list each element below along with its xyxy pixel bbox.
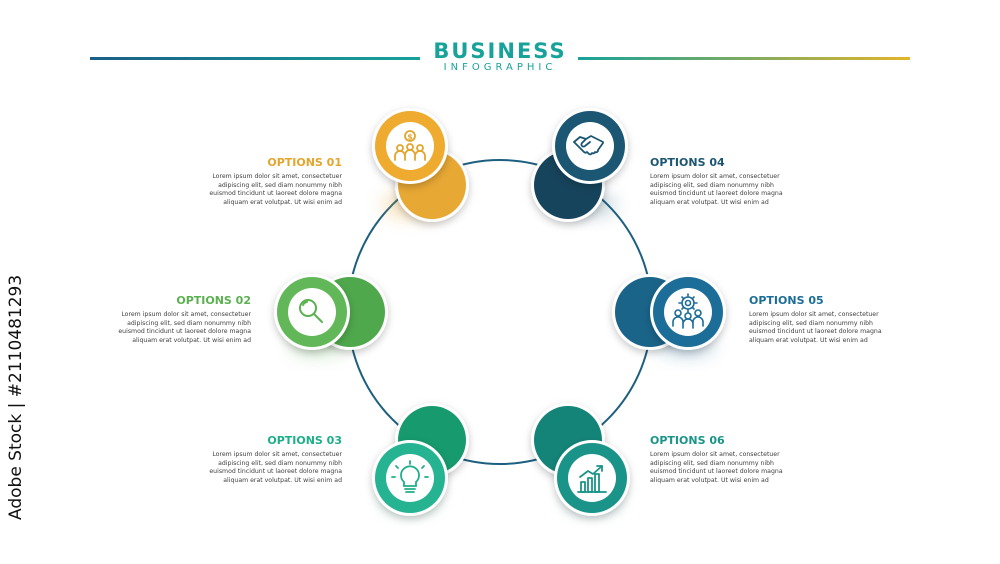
option-06-title: OPTIONS 06 [650, 434, 725, 447]
svg-text:$: $ [407, 133, 413, 142]
option-03-block: OPTIONS 03 Lorem ipsum dolor sit amet, c… [192, 434, 342, 485]
option-01-text: Lorem ipsum dolor sit amet, consectetuer… [209, 173, 342, 206]
option-04-block: OPTIONS 04 Lorem ipsum dolor sit amet, c… [650, 156, 800, 207]
team-gear-icon [672, 293, 704, 329]
option-05-title: OPTIONS 05 [749, 294, 824, 307]
option-05-block: OPTIONS 05 Lorem ipsum dolor sit amet, c… [749, 294, 899, 345]
node-01[interactable]: $ [372, 108, 469, 222]
option-02-block: OPTIONS 02 Lorem ipsum dolor sit amet, c… [101, 294, 251, 345]
node-04[interactable] [531, 108, 628, 222]
node-05[interactable] [612, 274, 726, 355]
lightbulb-icon [391, 460, 429, 493]
stock-id-label: Adobe Stock | #2110481293 [6, 275, 36, 550]
magnifier-icon [299, 299, 323, 323]
node-02[interactable] [274, 274, 388, 355]
stock-id-text: Adobe Stock | #2110481293 [6, 274, 26, 520]
node-06[interactable] [531, 403, 630, 516]
option-04-title: OPTIONS 04 [650, 156, 725, 169]
option-06-block: OPTIONS 06 Lorem ipsum dolor sit amet, c… [650, 434, 800, 485]
growth-chart-icon [577, 465, 607, 493]
header-line-right [578, 57, 910, 60]
node-03[interactable] [372, 403, 469, 516]
option-03-title: OPTIONS 03 [267, 434, 342, 447]
option-02-text: Lorem ipsum dolor sit amet, consectetuer… [118, 311, 251, 344]
header-line-left [90, 57, 420, 60]
option-02-title: OPTIONS 02 [176, 294, 251, 307]
handshake-icon [573, 135, 604, 156]
infographic-title: BUSINESS [433, 39, 567, 63]
team-money-icon: $ [394, 130, 426, 161]
option-06-text: Lorem ipsum dolor sit amet, consectetuer… [650, 451, 783, 484]
option-03-text: Lorem ipsum dolor sit amet, consectetuer… [209, 451, 342, 484]
option-05-text: Lorem ipsum dolor sit amet, consectetuer… [749, 311, 882, 344]
option-04-text: Lorem ipsum dolor sit amet, consectetuer… [650, 173, 783, 206]
option-01-title: OPTIONS 01 [267, 156, 342, 169]
option-01-block: OPTIONS 01 Lorem ipsum dolor sit amet, c… [192, 156, 342, 207]
infographic-subtitle: INFOGRAPHIC [443, 62, 557, 73]
